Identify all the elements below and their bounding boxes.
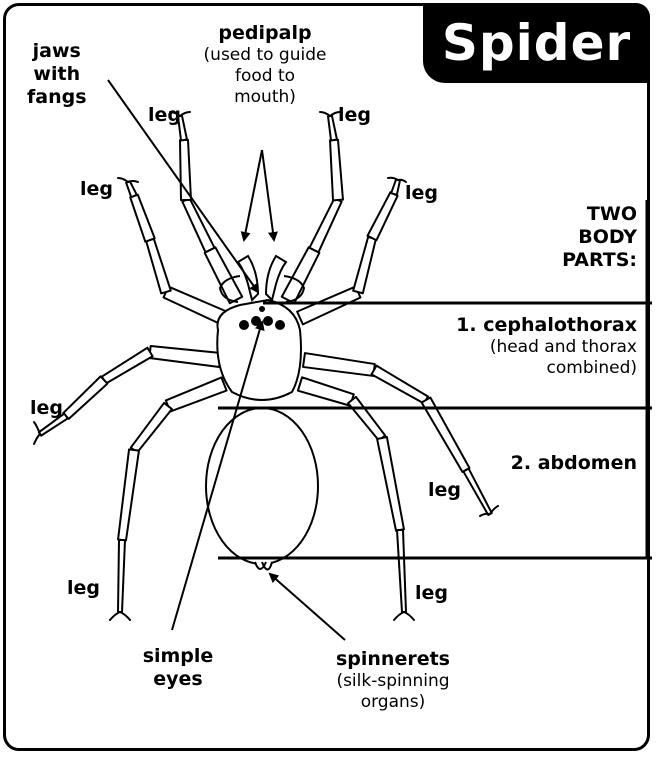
- leg-claw: [394, 612, 404, 620]
- spinnerets-pointer: [270, 574, 345, 640]
- leg-segment: [102, 348, 153, 384]
- leg-segment: [164, 287, 227, 325]
- eye: [239, 320, 249, 330]
- leg-segment: [372, 366, 428, 404]
- simple-eyes-label: simple eyes: [128, 645, 228, 691]
- leg-label: leg: [338, 104, 371, 127]
- leg-claw: [320, 112, 330, 116]
- leg-label: leg: [415, 582, 448, 605]
- leg-segment: [131, 403, 172, 453]
- abdomen-label: 2. abdomen: [511, 452, 637, 475]
- leg-segment: [330, 140, 343, 201]
- leg-segment: [368, 192, 398, 240]
- leg-segment: [118, 449, 139, 540]
- pedipalp-pointer-right: [262, 150, 274, 240]
- cephalothorax-label: 1. cephalothorax (head and thorax combin…: [456, 314, 637, 379]
- leg-label: leg: [30, 397, 63, 420]
- leg-segment: [149, 346, 220, 367]
- leg-segment: [298, 377, 354, 405]
- leg-segment: [146, 239, 171, 294]
- leg-front-right: [282, 112, 343, 303]
- leg-label: leg: [428, 479, 461, 502]
- eye: [251, 316, 261, 326]
- leg-claw: [110, 612, 120, 620]
- two-body-parts-heading: TWO BODY PARTS:: [562, 203, 637, 273]
- leg-segment: [126, 181, 137, 197]
- pedipalp-pointer-left: [244, 150, 262, 240]
- leg-segment: [166, 377, 227, 411]
- leg-segment: [353, 237, 376, 293]
- spinnerets-label: spinnerets (silk-spinning organs): [318, 648, 468, 713]
- leg-segment: [130, 195, 154, 242]
- leg-segment: [297, 287, 360, 325]
- abdomen: [206, 408, 318, 564]
- leg-segment: [397, 530, 406, 612]
- leg-claw: [34, 434, 40, 444]
- leg-claw: [34, 422, 40, 434]
- leg-claw: [180, 112, 190, 116]
- leg-segment: [391, 179, 400, 194]
- leg-segment: [328, 116, 337, 141]
- leg-label: leg: [67, 577, 100, 600]
- eye: [263, 316, 273, 326]
- leg-segment: [63, 376, 107, 419]
- cephalothorax: [217, 300, 301, 400]
- eye: [275, 320, 285, 330]
- leg-segment: [118, 540, 125, 612]
- leg-claw: [128, 181, 138, 182]
- leg-segment: [309, 198, 341, 252]
- leg-label: leg: [80, 178, 113, 201]
- pedipalp-label: pedipalp (used to guide food to mouth): [190, 22, 340, 107]
- leg-label: leg: [405, 182, 438, 205]
- leg-front-left: [170, 112, 242, 303]
- leg-claw: [388, 178, 398, 180]
- spinnerets: [255, 562, 272, 570]
- leg-claw: [404, 612, 414, 620]
- leg-segment: [303, 353, 375, 376]
- leg-segment: [348, 397, 385, 441]
- leg-claw: [120, 612, 130, 620]
- leg-label: leg: [148, 104, 181, 127]
- leg-segment: [377, 437, 404, 531]
- jaws-label: jaws with fangs: [27, 40, 87, 110]
- leg-claw: [118, 178, 128, 182]
- eye: [259, 306, 265, 312]
- leg-segment: [463, 469, 491, 515]
